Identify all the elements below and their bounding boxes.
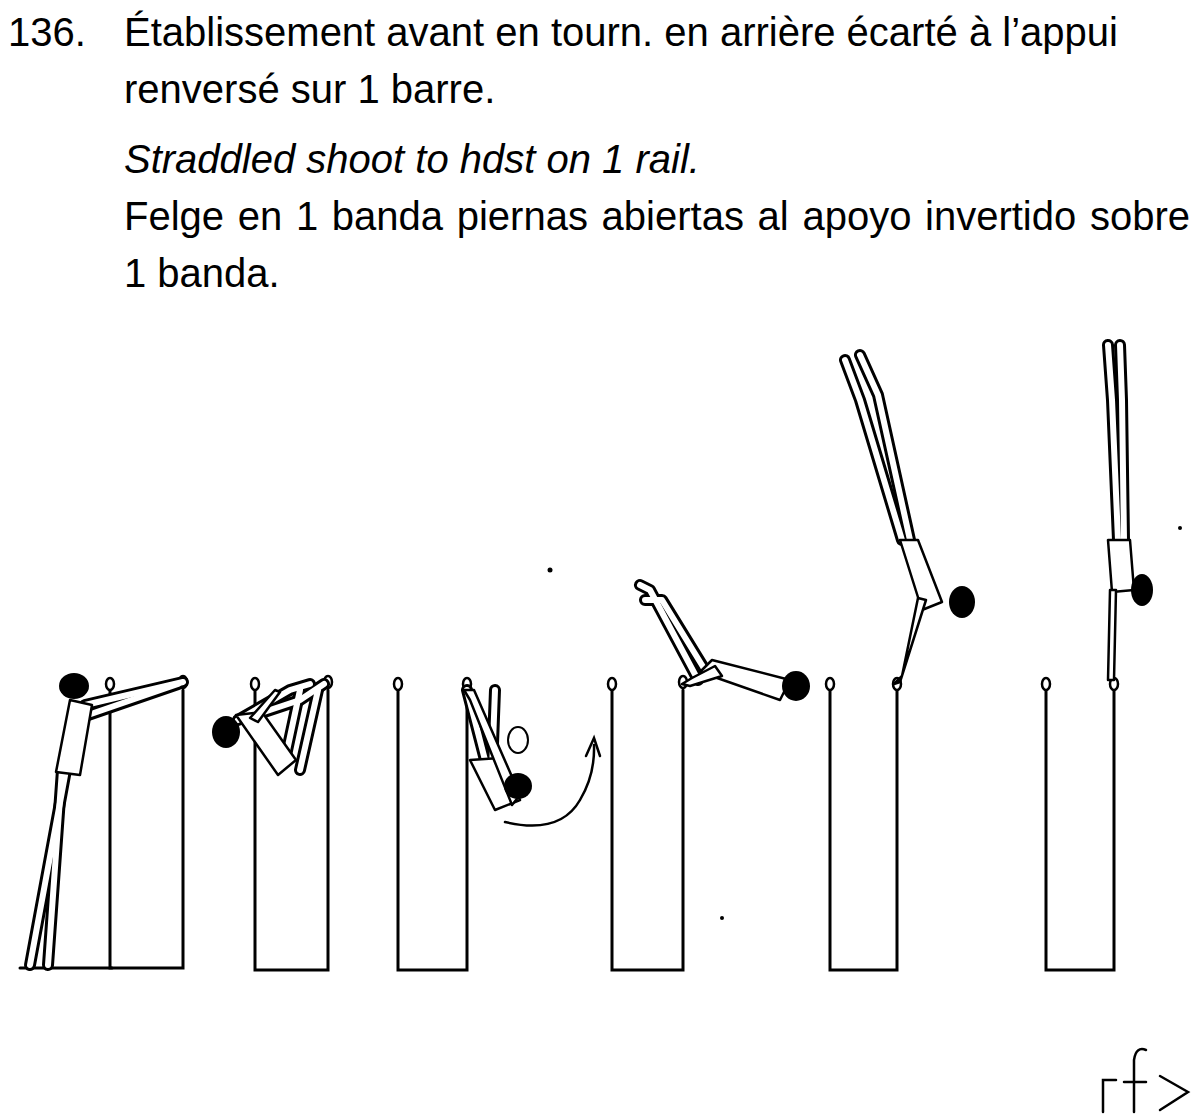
item-number: 136. xyxy=(8,4,128,61)
description-text: Établissement avant en tourn. en arrière… xyxy=(124,4,1194,118)
parallel-bars xyxy=(110,690,1114,970)
description-text: Felge en 1 banda piernas abiertas al apo… xyxy=(124,188,1190,302)
logo-mark xyxy=(1103,1049,1188,1112)
description-text: Straddled shoot to hdst on 1 rail. xyxy=(124,131,1194,188)
